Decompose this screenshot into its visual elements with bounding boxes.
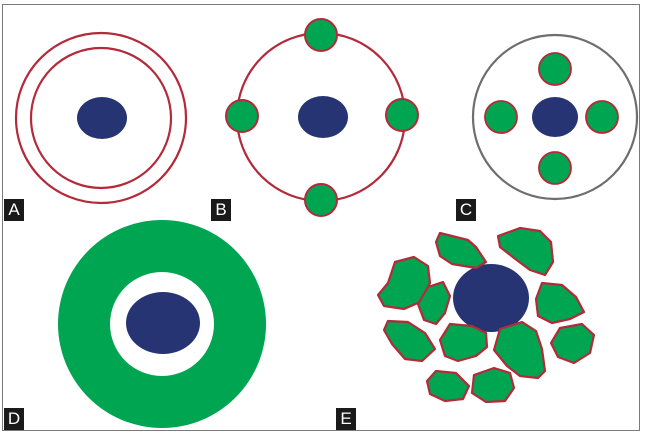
panel-label-a: A — [4, 199, 24, 221]
panel-c-diagram — [473, 35, 637, 199]
panel-c-body-bottom — [539, 152, 571, 184]
panel-d-diagram — [58, 220, 266, 428]
panel-e-diagram — [378, 228, 594, 402]
panel-a-nucleus — [77, 97, 127, 139]
panel-b-nucleus — [298, 96, 348, 138]
panel-label-e: E — [336, 408, 356, 430]
panel-e-fragment — [536, 283, 584, 323]
panel-label-d: D — [4, 408, 24, 430]
panel-c-body-right — [586, 101, 618, 133]
panel-label-c: C — [456, 199, 476, 221]
panel-e-fragment — [436, 233, 486, 268]
panel-d-nucleus — [126, 292, 200, 354]
panel-e-fragment — [551, 324, 594, 363]
panel-a-diagram — [16, 33, 186, 203]
panel-e-fragment — [384, 321, 435, 361]
panel-b-satellite-left — [226, 100, 258, 132]
panel-e-fragment — [472, 368, 514, 402]
panel-b-satellite-right — [386, 99, 418, 131]
panel-b-diagram — [226, 19, 418, 216]
panel-e-nucleus — [453, 264, 529, 332]
panel-b-satellite-top — [305, 19, 337, 51]
panel-c-body-left — [485, 101, 517, 133]
panel-e-fragment — [440, 324, 487, 361]
panel-b-satellite-bottom — [305, 184, 337, 216]
panel-c-body-top — [539, 53, 571, 85]
panel-c-nucleus — [532, 97, 578, 137]
panel-label-b: B — [211, 199, 231, 221]
panel-e-fragment — [427, 371, 469, 401]
